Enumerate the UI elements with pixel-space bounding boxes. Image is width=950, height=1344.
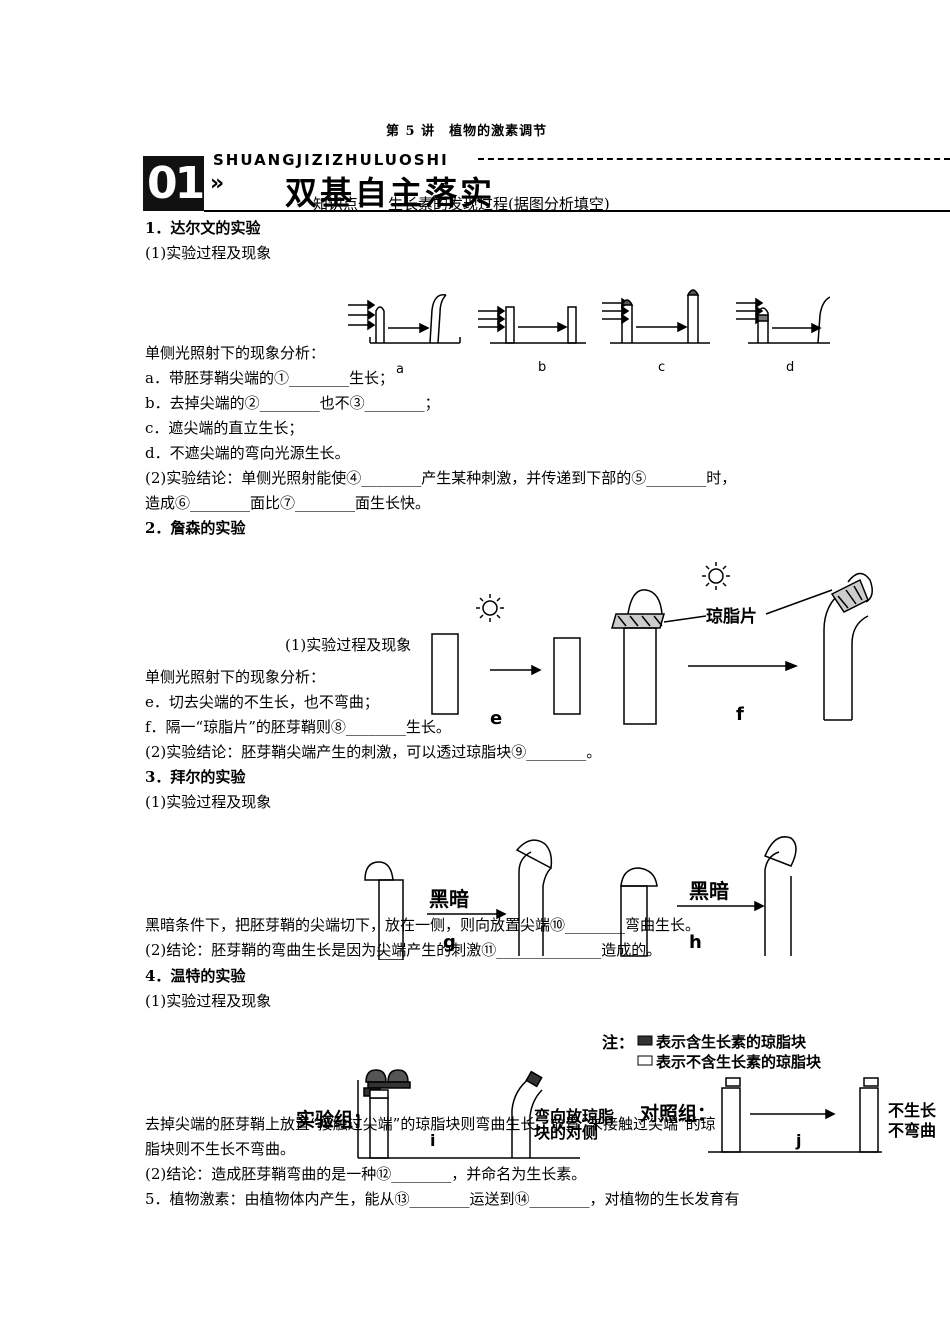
jensen-figure: 琼脂片 e f	[431, 562, 873, 729]
note-light: 表示不含生长素的琼脂块	[656, 1053, 822, 1071]
agar-label: 琼脂片	[706, 606, 757, 627]
section-number: 01	[147, 158, 205, 209]
paal-figure: 黑暗 黑暗 g h	[364, 836, 797, 960]
note-title: 注：	[602, 1033, 634, 1052]
note-dark: 表示含生长素的琼脂块	[656, 1033, 807, 1051]
section-pinyin: SHUANGJIZIZHULUOSHI	[213, 151, 449, 169]
dark-label-1: 黑暗	[429, 887, 469, 911]
experiment-group-label: 实验组：	[296, 1108, 372, 1131]
light-block-icon	[637, 1055, 653, 1066]
darwin-process: (1)实验过程及现象	[145, 244, 272, 262]
figure-label-d: d	[786, 360, 794, 375]
paal-conclusion: (2)结论：胚芽鞘的弯曲生长是因为尖端产生的刺激⑪______________造…	[145, 941, 662, 959]
went-heading: 4．温特的实验	[145, 967, 246, 985]
paal-heading: 3．拜尔的实验	[145, 768, 246, 786]
figure-label-i: i	[430, 1131, 435, 1150]
section-title: 双基自主落实	[285, 174, 496, 212]
darwin-item-a: a．带胚芽鞘尖端的①________生长；	[145, 369, 394, 387]
bend-label-2: 块的对侧	[534, 1123, 598, 1142]
paal-process: (1)实验过程及现象	[145, 793, 272, 811]
went-text-2: 脂块则不生长不弯曲。	[145, 1140, 296, 1158]
dark-block-icon	[637, 1035, 653, 1046]
figure-label-g: g	[443, 932, 456, 953]
figure-label-c: c	[658, 360, 665, 375]
chevron-right-icon: »	[210, 171, 225, 196]
jensen-analysis: 单侧光照射下的现象分析：	[145, 668, 326, 686]
control-group-label: 对照组：	[640, 1102, 716, 1125]
darwin-item-d: d．不遮尖端的弯向光源生长。	[145, 444, 350, 462]
jensen-item-e: e．切去尖端的不生长，也不弯曲；	[145, 693, 379, 711]
darwin-item-b: b．去掉尖端的②________也不③________；	[145, 394, 440, 412]
knowledge-point-title: 知识点一 生长素的发现过程(据图分析填空)	[313, 195, 610, 213]
went-process: (1)实验过程及现象	[145, 992, 272, 1010]
jensen-heading: 2．詹森的实验	[145, 519, 246, 537]
lecture-title: 第 5 讲 植物的激素调节	[386, 124, 548, 139]
hormone-definition: 5．植物激素：由植物体内产生，能从⑬________运送到⑭________，对…	[145, 1190, 740, 1208]
figure-label-a: a	[396, 362, 404, 377]
darwin-item-c: c．遮尖端的直立生长；	[145, 419, 304, 437]
no-growth-label-1: 不生长	[888, 1101, 937, 1120]
darwin-heading: 1．达尔文的实验	[145, 219, 261, 237]
darwin-conclusion-2: 造成⑥________面比⑦________面生长快。	[145, 494, 431, 512]
dark-label-2: 黑暗	[689, 879, 729, 903]
banner-rule	[204, 210, 950, 212]
jensen-item-f: f．隔一“琼脂片”的胚芽鞘则⑧________生长。	[145, 718, 451, 736]
darwin-conclusion-1: (2)实验结论：单侧光照射能使④________产生某种刺激，并传递到下部的⑤_…	[145, 469, 737, 487]
banner-dashed-rule	[478, 158, 950, 160]
figure-label-f: f	[736, 704, 744, 725]
figure-label-j: j	[795, 1131, 801, 1150]
section-number-box	[143, 156, 204, 211]
figure-label-e: e	[490, 708, 502, 729]
figure-label-h: h	[689, 932, 702, 953]
jensen-conclusion: (2)实验结论：胚芽鞘尖端产生的刺激，可以透过琼脂块⑨________。	[145, 743, 602, 761]
light-arrows-a	[348, 299, 376, 331]
darwin-figure: a b c d	[348, 289, 830, 377]
went-figure: 注： 表示含生长素的琼脂块 表示不含生长素的琼脂块 实验组： 弯向放琼脂 块的对…	[296, 1033, 937, 1159]
darwin-analysis: 单侧光照射下的现象分析：	[145, 344, 326, 362]
no-growth-label-2: 不弯曲	[888, 1121, 936, 1140]
bend-label-1: 弯向放琼脂	[534, 1107, 614, 1126]
jensen-process: (1)实验过程及现象	[285, 636, 412, 654]
went-conclusion: (2)结论：造成胚芽鞘弯曲的是一种⑫________，并命名为生长素。	[145, 1165, 587, 1183]
figure-label-b: b	[538, 360, 546, 375]
went-text-1: 去掉尖端的胚芽鞘上放置“接触过尖端”的琼脂块则弯曲生长，放置“未接触过尖端”的琼	[145, 1115, 716, 1133]
paal-text: 黑暗条件下，把胚芽鞘的尖端切下，放在一侧，则向放置尖端⑩________弯曲生长…	[145, 916, 701, 934]
